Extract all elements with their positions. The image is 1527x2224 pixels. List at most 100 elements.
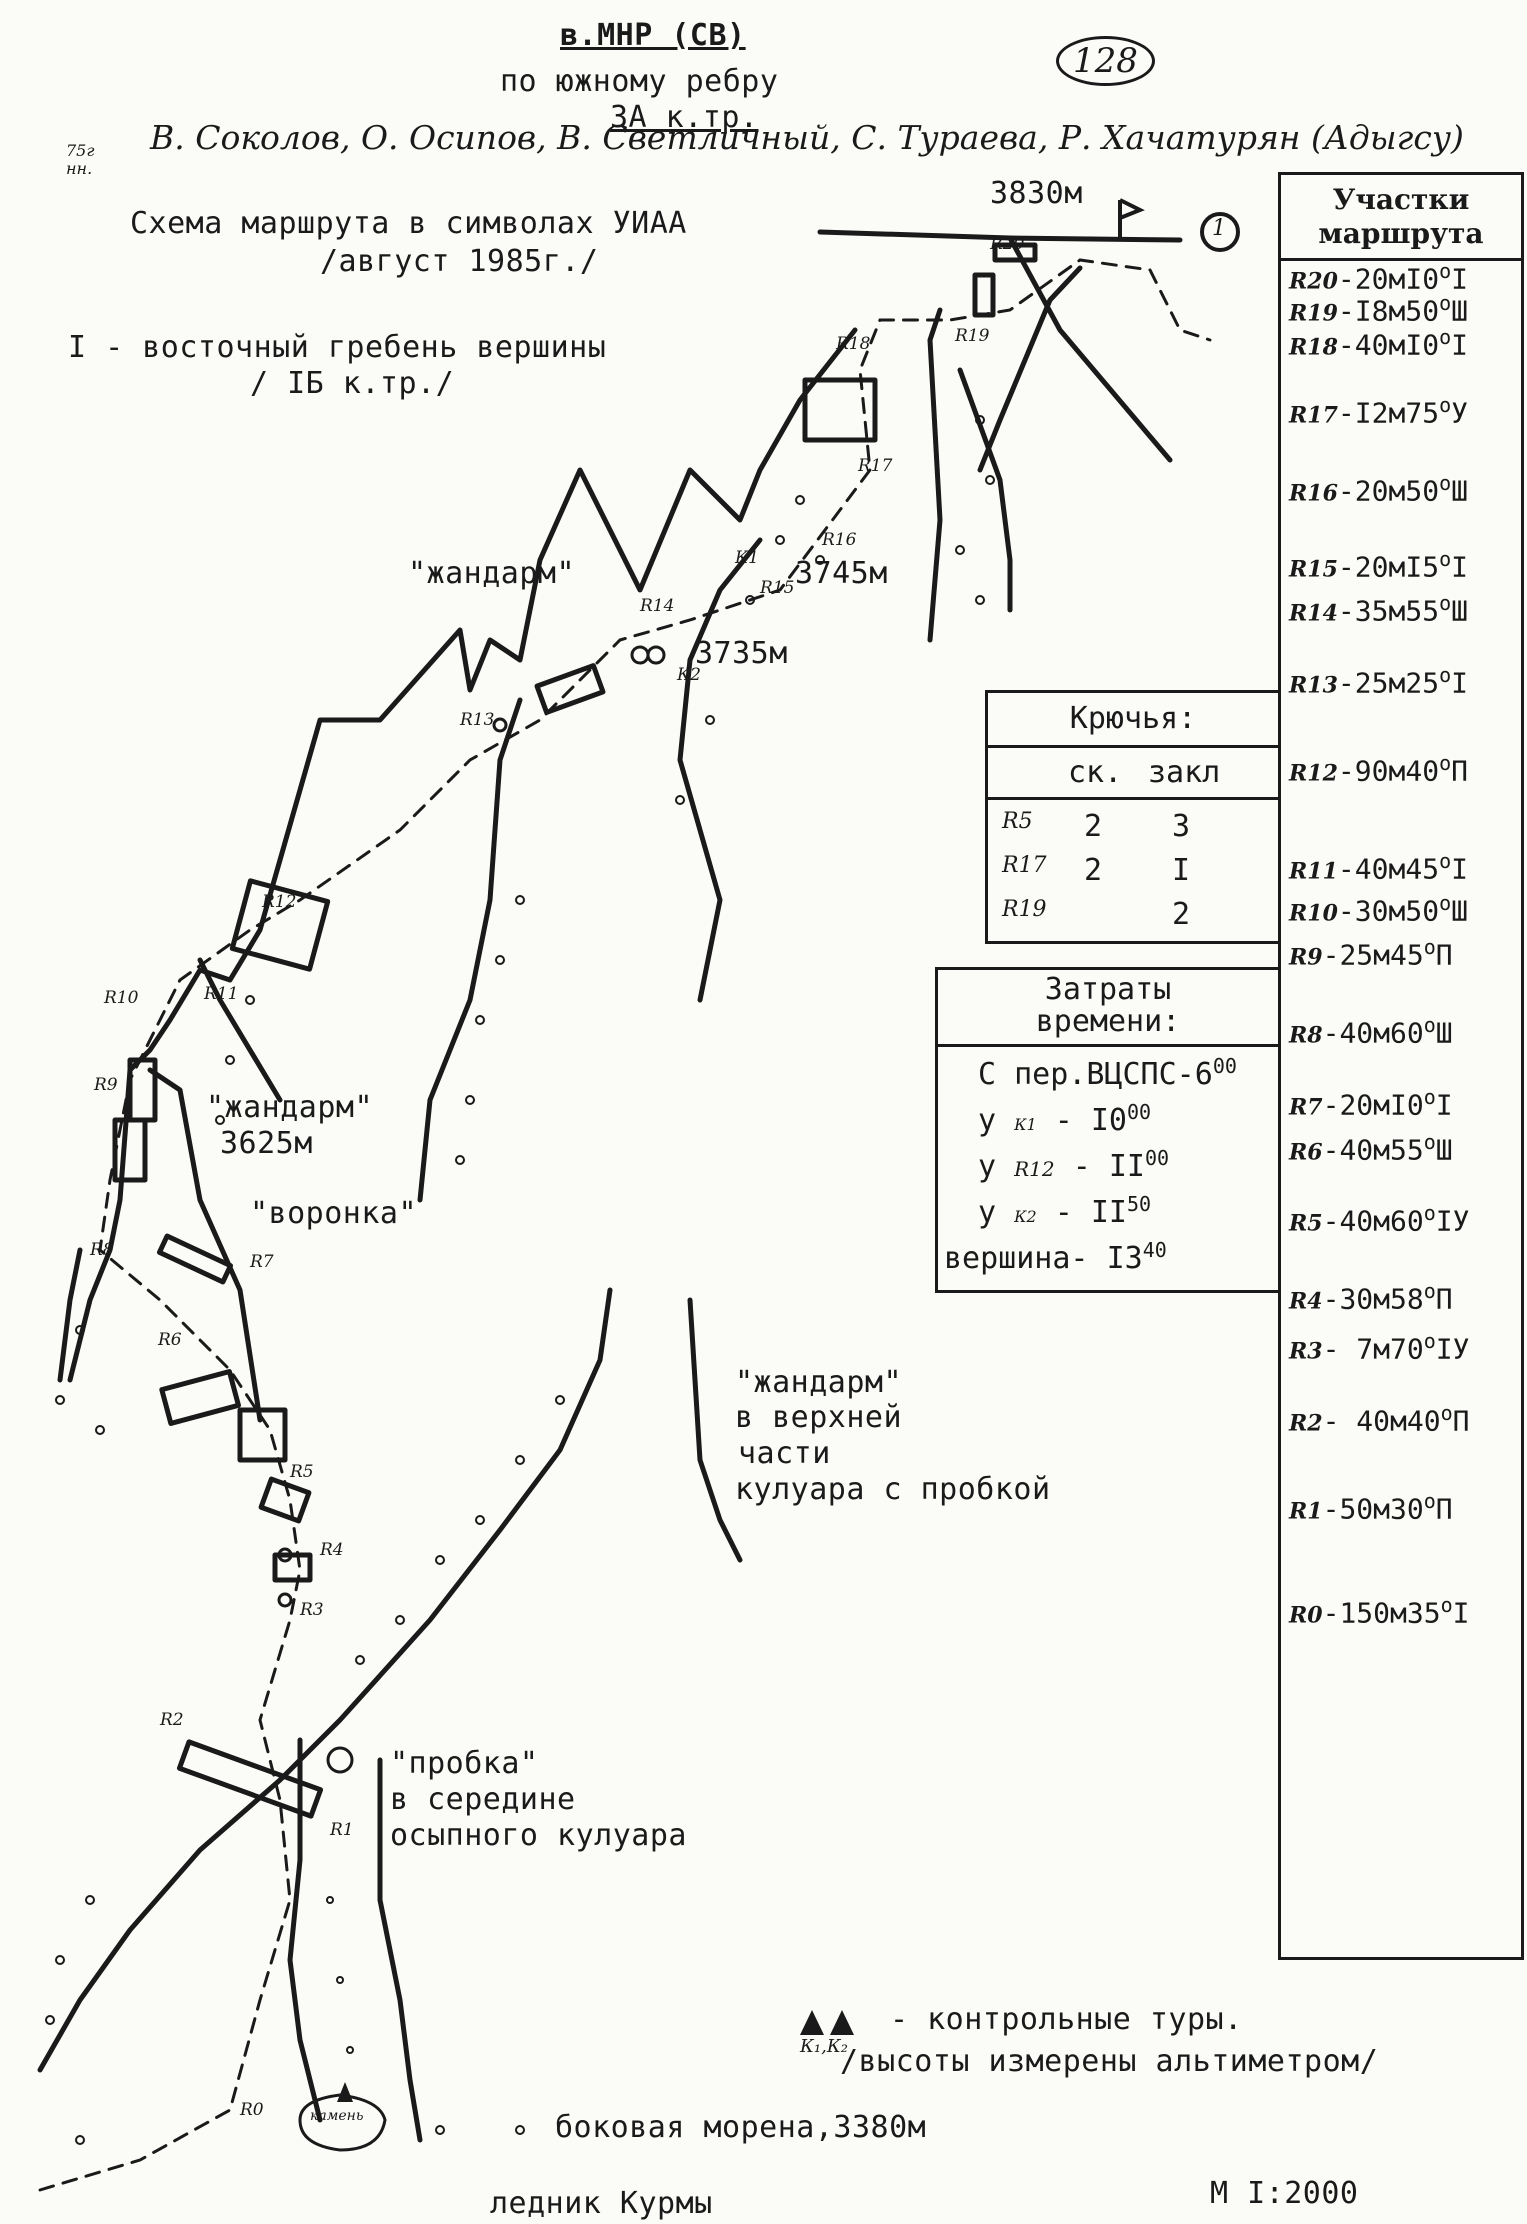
route-point-r10: R10: [104, 988, 139, 1008]
time-summit-label: вершина-: [944, 1241, 1089, 1276]
section-label: R10: [1289, 900, 1338, 927]
degree-sign: o: [1439, 663, 1452, 687]
route-point-r3: R3: [300, 1600, 324, 1620]
times-title-line2: времени:: [1035, 1004, 1181, 1039]
piton-section: R19: [1002, 897, 1047, 922]
section-row: R17-I2м75oУ: [1289, 393, 1468, 429]
route-diagram: [37, 198, 1240, 2192]
section-row: R7-20мI0oI: [1289, 1085, 1453, 1121]
time-k1-min: 00: [1127, 1100, 1152, 1124]
degree-sign: o: [1440, 1593, 1453, 1617]
section-label: R20: [1289, 268, 1338, 295]
piton-bolt-count: 2: [1172, 897, 1191, 932]
section-length-angle: -I8м50: [1337, 294, 1440, 328]
degree-sign: o: [1439, 259, 1452, 283]
section-row: R18-40мI0oI: [1289, 325, 1468, 361]
section-grade: П: [1452, 1404, 1470, 1438]
section-label: R2: [1289, 1410, 1323, 1437]
time-row-pass: С пер.ВЦСПС-600: [978, 1054, 1237, 1092]
section-label: R3: [1289, 1338, 1323, 1365]
route-via: по южному ребру: [500, 64, 779, 99]
descent-marker: 1: [1212, 216, 1226, 241]
scale-label: М I:2000: [1210, 2176, 1359, 2211]
section-length-angle: -150м35: [1322, 1596, 1441, 1630]
cairns-note: - контрольные туры.: [890, 2002, 1243, 2037]
section-grade: Ш: [1451, 594, 1468, 628]
plug-label-line2: в середине: [390, 1782, 576, 1817]
section-label: R1: [1289, 1498, 1323, 1525]
lower-couloir-right: [687, 1297, 743, 1563]
route-point-r19: R19: [955, 326, 990, 346]
time-spent-table: Затраты времени: С пер.ВЦСПС-600 у К1 - …: [935, 967, 1281, 1293]
degree-sign: o: [1439, 751, 1452, 775]
section-grade: Ш: [1435, 1133, 1453, 1167]
section-grade: I: [1452, 1596, 1470, 1630]
section-grade: Ш: [1451, 474, 1468, 508]
section-row: R2- 40м40oП: [1289, 1401, 1470, 1437]
section-row: R6-40м55oШ: [1289, 1130, 1453, 1166]
route-point-r8: R8: [90, 1240, 114, 1260]
route-point-r17: R17: [858, 456, 893, 476]
section-row: R0-150м35oI: [1289, 1593, 1470, 1629]
route-point-r12: R12: [262, 892, 297, 912]
section-length-angle: -20мI0: [1322, 1088, 1424, 1122]
descent-route-line1: I - восточный гребень вершины: [68, 330, 607, 365]
degree-sign: o: [1423, 1085, 1436, 1109]
section-row: R11-40м45oI: [1289, 849, 1468, 885]
degree-sign: o: [1423, 1329, 1436, 1353]
upper-ridge: [127, 327, 858, 1073]
moraine-label: боковая морена,3380м: [555, 2110, 927, 2145]
section-label: R16: [1289, 480, 1338, 507]
route-point-к2: К2: [677, 665, 701, 685]
section-row: R9-25м45oП: [1289, 935, 1453, 971]
route-point-к1: К1: [735, 548, 759, 568]
altimeter-note: /высоты измерены альтиметром/: [840, 2044, 1379, 2079]
route-point-r16: R16: [822, 530, 857, 550]
time-k2-at: у: [978, 1195, 997, 1230]
plug-couloir-right: [377, 1757, 423, 2143]
route-point-r0: R0: [240, 2100, 264, 2120]
cairn-labels: К₁,К₂: [800, 2036, 849, 2057]
section-label: R15: [1289, 556, 1338, 583]
times-title-line1: Затраты: [1044, 972, 1172, 1007]
section-label: R7: [1289, 1094, 1323, 1121]
altitude-3735: 3735м: [695, 636, 788, 671]
piton-rock-count: 2: [1084, 853, 1103, 888]
section-row: R12-90м40oП: [1289, 751, 1468, 787]
piton-section: R5: [1002, 809, 1033, 834]
scheme-date: /август 1985г./: [320, 244, 599, 279]
degree-sign: o: [1423, 1489, 1436, 1513]
altitude-3745: 3745м: [795, 556, 888, 591]
section-label: R11: [1289, 858, 1338, 885]
section-grade: П: [1435, 938, 1453, 972]
section-row: R4-30м58oП: [1289, 1279, 1453, 1315]
document-number: 128: [1056, 36, 1155, 86]
section-row: R10-30м50oШ: [1289, 891, 1468, 927]
degree-sign: o: [1439, 325, 1452, 349]
section-grade: П: [1451, 754, 1468, 788]
section-length-angle: -40м60: [1322, 1016, 1424, 1050]
funnel-label: "воронка": [250, 1196, 418, 1231]
section-label: R4: [1289, 1288, 1323, 1315]
section-length-angle: -30м58: [1322, 1282, 1424, 1316]
scheme-title: Схема маршрута в символах УИАА: [130, 206, 687, 241]
section-row: R20-20мI0oI: [1289, 259, 1468, 295]
time-row-k2: у К2 - II50: [978, 1192, 1151, 1230]
plug-label-line3: осыпного кулуара: [390, 1818, 687, 1853]
section-label: R6: [1289, 1139, 1323, 1166]
summit-altitude: 3830м: [990, 176, 1083, 211]
time-row-summit: вершина- I340: [944, 1238, 1167, 1276]
degree-sign: o: [1439, 891, 1452, 915]
section-grade: Ш: [1451, 894, 1468, 928]
degree-sign: o: [1439, 591, 1452, 615]
section-row: R13-25м25oI: [1289, 663, 1468, 699]
time-r12-label: R12: [1014, 1157, 1055, 1181]
time-row-r12: у R12 - II00: [978, 1146, 1169, 1184]
degree-sign: o: [1439, 849, 1452, 873]
section-row: R14-35м55oШ: [1289, 591, 1468, 627]
section-length-angle: -40мI0: [1337, 328, 1440, 362]
section-grade: I: [1435, 1088, 1453, 1122]
section-grade: П: [1435, 1282, 1453, 1316]
degree-sign: o: [1440, 1401, 1453, 1425]
